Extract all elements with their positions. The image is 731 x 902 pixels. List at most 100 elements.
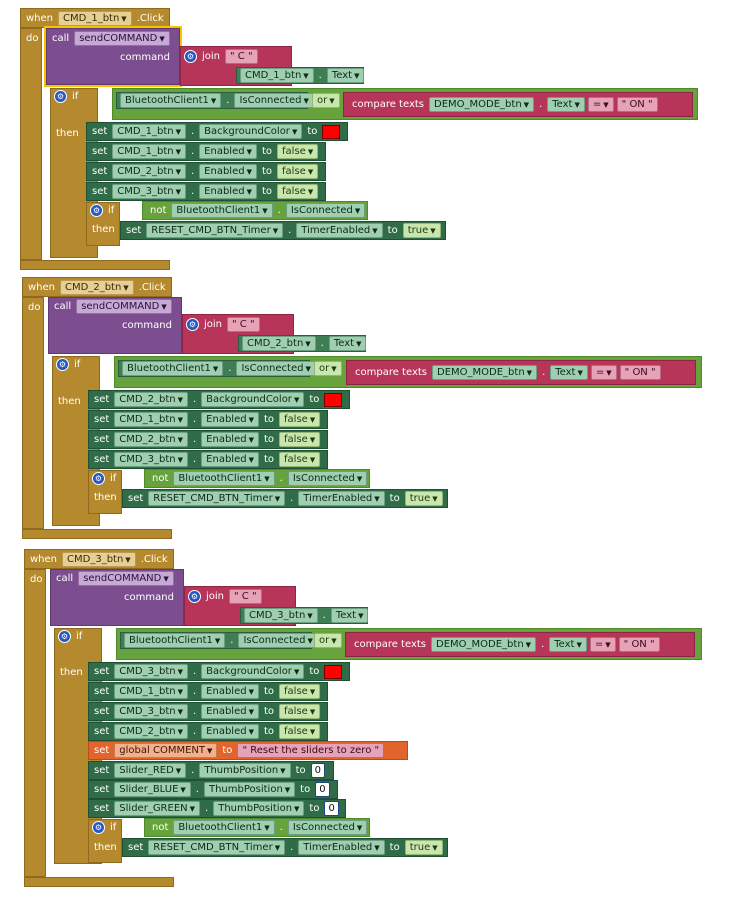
boolean-dropdown[interactable]: false▼: [279, 452, 321, 467]
component-dropdown[interactable]: CMD_2_btn▼: [112, 164, 186, 179]
boolean-dropdown[interactable]: false▼: [277, 144, 319, 159]
red-color-swatch[interactable]: [322, 124, 341, 139]
variable-dropdown[interactable]: global COMMENT▼: [114, 743, 218, 758]
comment-string-literal[interactable]: " Reset the sliders to zero ": [237, 743, 385, 758]
property-dropdown[interactable]: ThumbPosition▼: [199, 763, 291, 778]
component-dropdown[interactable]: BluetoothClient1▼: [124, 633, 226, 648]
property-dropdown[interactable]: Text▼: [328, 336, 367, 351]
component-dropdown[interactable]: Slider_RED▼: [114, 763, 187, 778]
property-dropdown[interactable]: IsConnected▼: [285, 203, 366, 218]
mutator-gear-icon[interactable]: ⚙: [92, 472, 105, 485]
number-literal[interactable]: 0: [315, 782, 330, 797]
on-string-literal[interactable]: " ON ": [618, 637, 660, 652]
procedure-dropdown[interactable]: sendCOMMAND▼: [74, 31, 170, 46]
mutator-gear-icon[interactable]: ⚙: [90, 204, 103, 217]
procedure-dropdown[interactable]: sendCOMMAND▼: [78, 571, 174, 586]
property-dropdown[interactable]: BackgroundColor▼: [199, 124, 303, 139]
property-dropdown[interactable]: BackgroundColor▼: [201, 392, 305, 407]
mutator-gear-icon[interactable]: ⚙: [186, 318, 199, 331]
property-dropdown[interactable]: TimerEnabled▼: [296, 223, 383, 238]
property-dropdown[interactable]: Enabled▼: [199, 184, 257, 199]
property-dropdown[interactable]: BackgroundColor▼: [201, 664, 305, 679]
property-dropdown[interactable]: TimerEnabled▼: [298, 840, 385, 855]
component-dropdown[interactable]: CMD_1_btn▼: [240, 68, 314, 83]
mutator-gear-icon[interactable]: ⚙: [188, 590, 201, 603]
component-dropdown[interactable]: CMD_3_btn▼: [114, 664, 188, 679]
component-dropdown[interactable]: CMD_1_btn▼: [114, 684, 188, 699]
event-component-dropdown[interactable]: CMD_2_btn▼: [60, 280, 134, 295]
property-dropdown[interactable]: Text▼: [547, 97, 585, 112]
boolean-dropdown[interactable]: true▼: [402, 223, 441, 238]
number-literal[interactable]: 0: [310, 763, 325, 778]
property-dropdown[interactable]: Text▼: [326, 68, 365, 83]
component-dropdown[interactable]: RESET_CMD_BTN_Timer▼: [148, 840, 286, 855]
mutator-gear-icon[interactable]: ⚙: [56, 358, 69, 371]
boolean-dropdown[interactable]: true▼: [404, 491, 443, 506]
component-dropdown[interactable]: Slider_GREEN▼: [114, 801, 201, 816]
or-operator-dropdown[interactable]: or▼: [314, 633, 342, 648]
event-block-cmd2[interactable]: when CMD_2_btn▼ .Click do: [22, 277, 177, 539]
component-dropdown[interactable]: BluetoothClient1▼: [171, 203, 273, 218]
property-dropdown[interactable]: TimerEnabled▼: [298, 491, 385, 506]
event-block-cmd1[interactable]: when CMD_1_btn▼ .Click do: [20, 8, 175, 270]
component-dropdown[interactable]: CMD_3_btn▼: [114, 704, 188, 719]
string-literal[interactable]: " C ": [227, 317, 260, 332]
component-dropdown[interactable]: CMD_3_btn▼: [244, 608, 318, 623]
property-dropdown[interactable]: Enabled▼: [201, 412, 259, 427]
property-dropdown[interactable]: Text▼: [550, 365, 588, 380]
property-dropdown[interactable]: IsConnected▼: [287, 820, 368, 835]
procedure-dropdown[interactable]: sendCOMMAND▼: [76, 299, 172, 314]
component-dropdown[interactable]: CMD_2_btn▼: [242, 336, 316, 351]
property-dropdown[interactable]: IsConnected▼: [234, 93, 314, 108]
component-dropdown[interactable]: RESET_CMD_BTN_Timer▼: [146, 223, 284, 238]
component-dropdown[interactable]: RESET_CMD_BTN_Timer▼: [148, 491, 286, 506]
component-dropdown[interactable]: BluetoothClient1▼: [120, 93, 222, 108]
equals-dropdown[interactable]: =▼: [589, 637, 616, 652]
boolean-dropdown[interactable]: false▼: [279, 724, 321, 739]
mutator-gear-icon[interactable]: ⚙: [92, 821, 105, 834]
component-dropdown[interactable]: DEMO_MODE_btn▼: [432, 365, 538, 380]
red-color-swatch[interactable]: [324, 664, 343, 679]
component-dropdown[interactable]: CMD_3_btn▼: [112, 184, 186, 199]
event-component-dropdown[interactable]: CMD_3_btn▼: [62, 552, 136, 567]
mutator-gear-icon[interactable]: ⚙: [54, 90, 67, 103]
property-dropdown[interactable]: Enabled▼: [201, 432, 259, 447]
event-block-cmd3[interactable]: when CMD_3_btn▼ .Click do: [24, 549, 179, 887]
property-dropdown[interactable]: ThumbPosition▼: [213, 801, 305, 816]
boolean-dropdown[interactable]: false▼: [279, 412, 321, 427]
boolean-dropdown[interactable]: false▼: [279, 432, 321, 447]
mutator-gear-icon[interactable]: ⚙: [184, 50, 197, 63]
or-operator-dropdown[interactable]: or▼: [312, 93, 340, 108]
boolean-dropdown[interactable]: false▼: [277, 184, 319, 199]
property-dropdown[interactable]: Enabled▼: [199, 164, 257, 179]
number-literal[interactable]: 0: [324, 801, 339, 816]
property-dropdown[interactable]: ThumbPosition▼: [203, 782, 296, 797]
boolean-dropdown[interactable]: false▼: [279, 684, 321, 699]
property-dropdown[interactable]: Enabled▼: [201, 724, 259, 739]
property-dropdown[interactable]: IsConnected▼: [287, 471, 368, 486]
mutator-gear-icon[interactable]: ⚙: [58, 630, 71, 643]
component-dropdown[interactable]: CMD_1_btn▼: [112, 144, 186, 159]
property-dropdown[interactable]: Enabled▼: [199, 144, 257, 159]
property-dropdown[interactable]: Text▼: [330, 608, 369, 623]
property-dropdown[interactable]: Text▼: [549, 637, 587, 652]
component-dropdown[interactable]: CMD_2_btn▼: [114, 392, 188, 407]
event-component-dropdown[interactable]: CMD_1_btn▼: [58, 11, 132, 26]
property-dropdown[interactable]: IsConnected▼: [238, 633, 318, 648]
component-dropdown[interactable]: BluetoothClient1▼: [173, 471, 275, 486]
equals-dropdown[interactable]: =▼: [587, 97, 614, 112]
inner-if-3[interactable]: [88, 819, 122, 863]
property-dropdown[interactable]: Enabled▼: [201, 452, 259, 467]
property-dropdown[interactable]: IsConnected▼: [236, 361, 316, 376]
component-dropdown[interactable]: BluetoothClient1▼: [122, 361, 224, 376]
component-dropdown[interactable]: CMD_2_btn▼: [114, 432, 188, 447]
string-literal[interactable]: " C ": [229, 589, 262, 604]
on-string-literal[interactable]: " ON ": [619, 365, 661, 380]
component-dropdown[interactable]: CMD_2_btn▼: [114, 724, 188, 739]
component-dropdown[interactable]: BluetoothClient1▼: [173, 820, 275, 835]
or-operator-dropdown[interactable]: or▼: [314, 361, 342, 376]
boolean-dropdown[interactable]: true▼: [404, 840, 443, 855]
component-dropdown[interactable]: DEMO_MODE_btn▼: [431, 637, 537, 652]
component-dropdown[interactable]: Slider_BLUE▼: [114, 782, 191, 797]
string-literal[interactable]: " C ": [225, 49, 258, 64]
